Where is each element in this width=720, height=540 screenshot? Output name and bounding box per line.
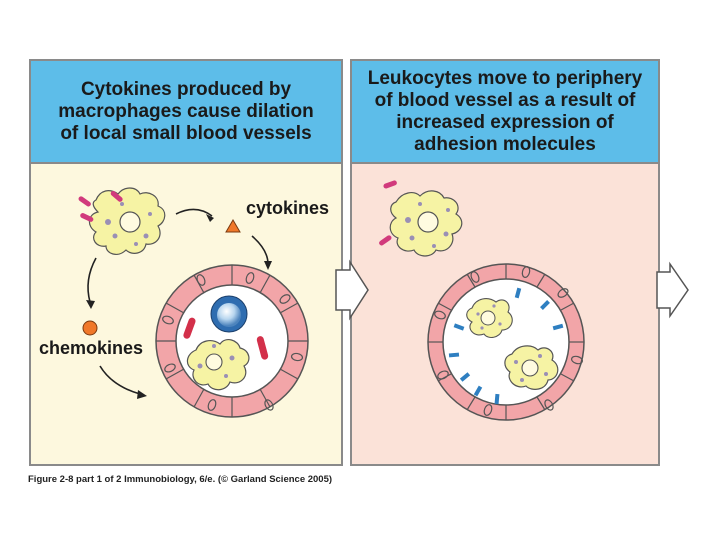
transition-arrow-right	[656, 261, 689, 319]
right-macrophage	[389, 190, 463, 257]
monocyte-left	[210, 295, 248, 333]
figure-caption: Figure 2-8 part 1 of 2 Immunobiology, 6/…	[28, 474, 333, 485]
transition-arrow-middle	[335, 259, 369, 321]
left-macrophage	[88, 187, 166, 255]
red-blood-cells-left	[183, 317, 269, 360]
cytokine-molecules-left	[78, 190, 123, 222]
arrow-to-vessel-left	[251, 235, 272, 270]
leukocyte-adhered-top	[466, 298, 513, 339]
right-panel-title: Leukocytes move to periphery of blood ve…	[352, 61, 658, 164]
arrow-to-chemokines	[86, 257, 97, 309]
leukocyte-adhered-bottom	[504, 345, 559, 390]
blood-vessel-right	[427, 263, 585, 421]
arrow-chemokines-to-vessel	[99, 365, 147, 399]
cytokine-molecules-right	[379, 180, 397, 246]
cytokines-label: cytokines	[246, 198, 329, 218]
macrophage-in-vessel-left	[186, 339, 250, 391]
cytokine-triangle	[225, 219, 241, 233]
chemokines-label: chemokines	[39, 338, 143, 358]
arrow-to-cytokines	[175, 208, 214, 222]
chemokine-dot	[82, 320, 98, 336]
adhesion-molecules	[448, 287, 564, 405]
left-panel-title: Cytokines produced by macrophages cause …	[31, 61, 341, 164]
